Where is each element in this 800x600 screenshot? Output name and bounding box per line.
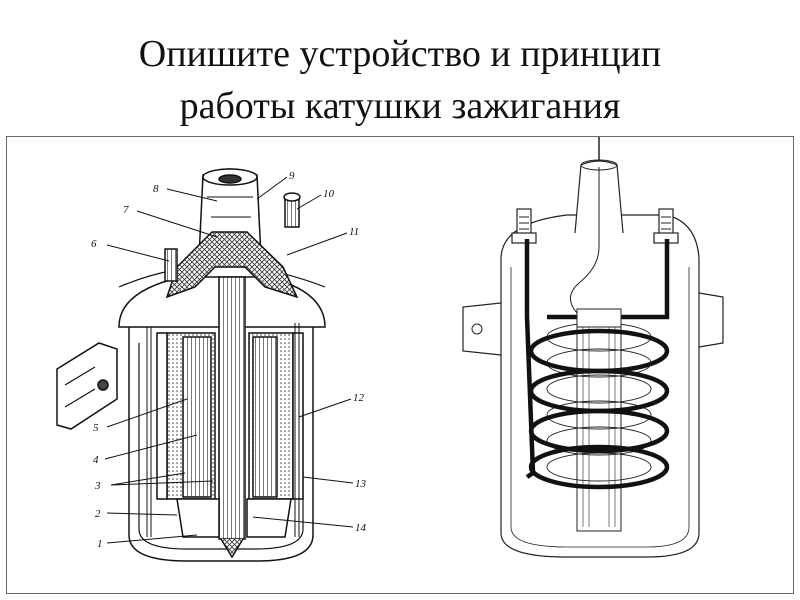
coil-cross-section: [56, 168, 326, 562]
insulating-cover: [165, 231, 299, 299]
terminal-left: [164, 248, 178, 282]
primary-winding-left: [182, 336, 212, 498]
primary-winding-right: [252, 336, 278, 498]
callout-labels: 8 9 10 7 11 6 12 5 4 3 13 2 14 1: [91, 170, 367, 550]
callout-8: 8: [153, 183, 159, 195]
low-voltage-terminal-left: [511, 208, 537, 244]
schematic-core: [576, 308, 622, 532]
callout-2: 2: [95, 508, 101, 520]
callout-13: 13: [355, 478, 367, 490]
callout-6: 6: [91, 238, 97, 250]
slide-title: Опишите устройство и принцип работы кату…: [0, 28, 800, 132]
callout-4: 4: [93, 454, 99, 466]
callout-11: 11: [349, 226, 359, 238]
callout-leaders: [104, 176, 354, 544]
mounting-bracket: [56, 342, 118, 430]
coil-schematic: [462, 137, 724, 558]
core: [218, 276, 246, 540]
callout-5: 5: [93, 422, 99, 434]
callout-12: 12: [353, 392, 365, 404]
insulator: [176, 498, 220, 538]
callout-3: 3: [94, 480, 101, 492]
title-line-1: Опишите устройство и принцип: [138, 33, 662, 75]
callout-9: 9: [289, 170, 295, 182]
figure-frame: 8 9 10 7 11 6 12 5 4 3 13 2 14 1: [6, 136, 794, 594]
callout-14: 14: [355, 522, 367, 534]
low-voltage-terminal-right: [653, 208, 679, 244]
callout-10: 10: [323, 188, 335, 200]
callout-7: 7: [123, 204, 129, 216]
primary-winding-schematic: [524, 239, 670, 490]
bracket-bolt: [97, 379, 109, 391]
title-line-2: работы катушки зажигания: [179, 85, 621, 127]
ignition-coil-diagram: 8 9 10 7 11 6 12 5 4 3 13 2 14 1: [56, 137, 724, 562]
callout-1: 1: [97, 538, 103, 550]
